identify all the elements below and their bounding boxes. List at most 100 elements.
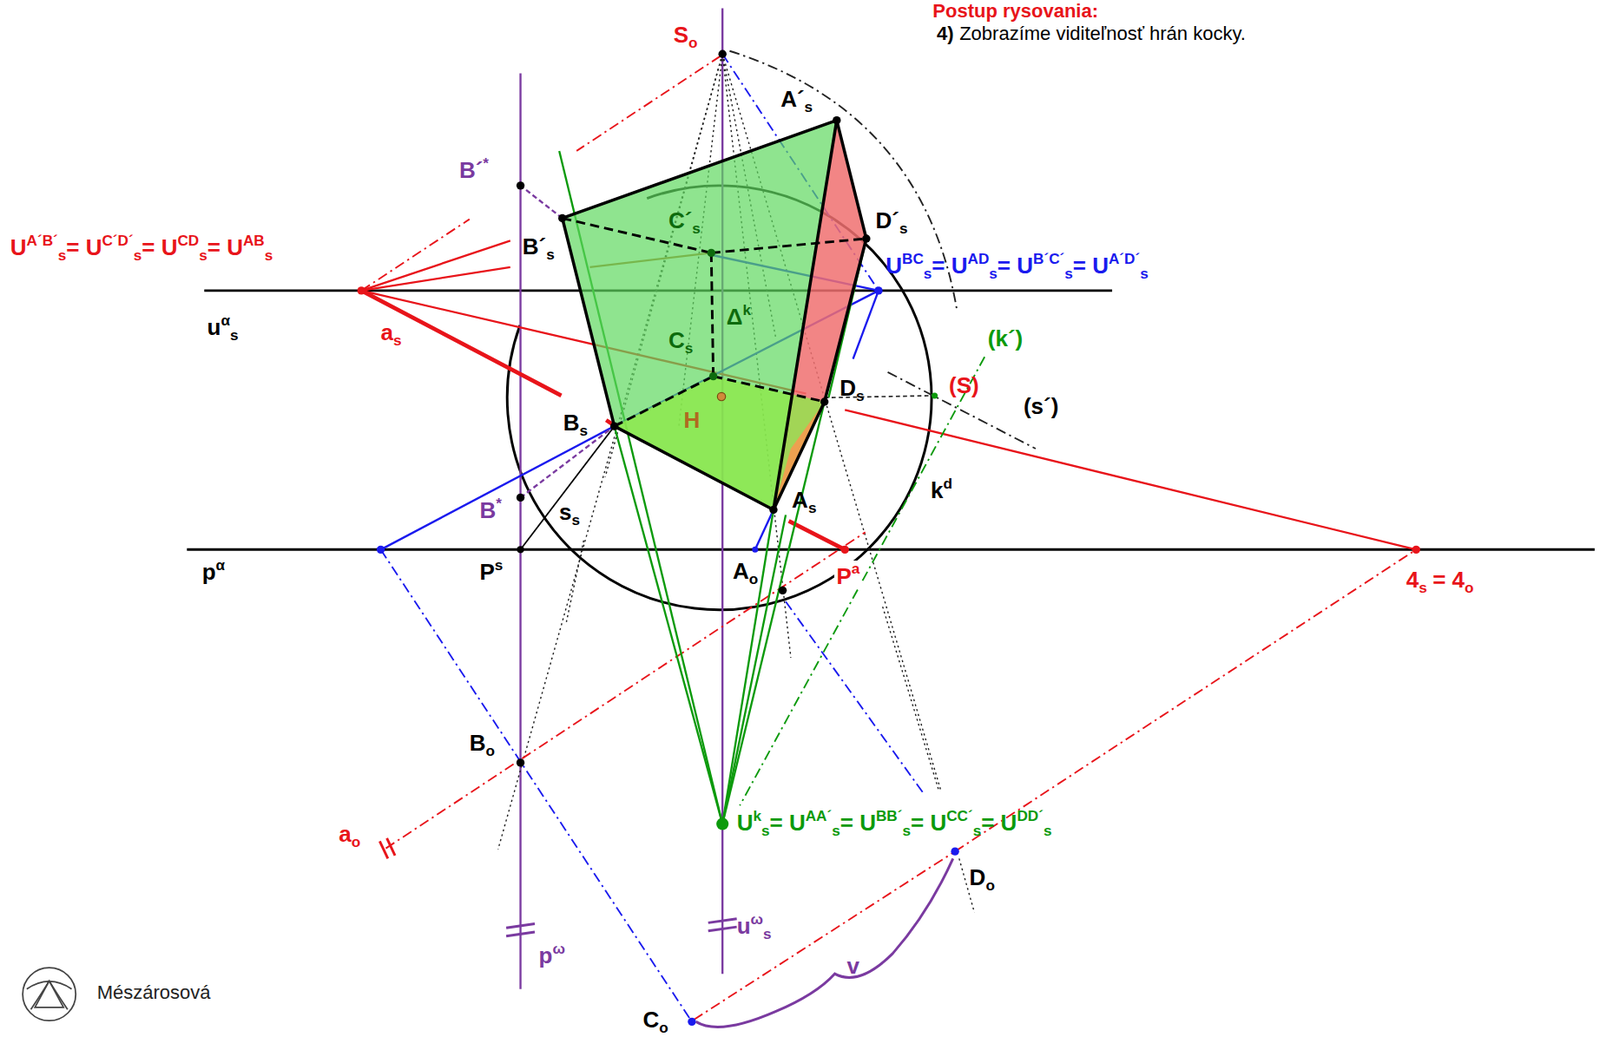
subscript: s [264,246,274,264]
label-group: Bs [563,410,588,441]
label-text: v [847,953,860,980]
label-group: So [673,22,698,53]
label-text: k [930,477,943,504]
label-group: (S) [948,373,980,400]
label-group: 4s= 4o [1406,567,1475,598]
subscript: s [58,246,67,264]
subscript: s [579,421,589,440]
label-group: pα [202,557,225,587]
logo [22,967,76,1021]
label-group: Pa [834,560,862,590]
superscript: B´C´ [1033,250,1065,268]
projection-rays [498,53,975,913]
superscript: BB´ [875,807,903,825]
label-text: 4 [1406,566,1419,593]
subscript: o [658,1019,668,1037]
superscript: A´D´ [1108,250,1140,268]
label-group: v [847,954,860,981]
label-group: Uks= UAA´s= UBB´s= UCC´s= UDD´s [737,808,1053,841]
label-group: D´s [875,208,908,238]
label-text: p [202,559,217,586]
label-text: (k´) [987,325,1023,352]
label-text: a [338,821,351,848]
superscript: α [220,311,231,330]
label-text: B [563,409,580,436]
superscript: * [495,494,502,513]
label-text: = U [770,809,806,837]
red-construction [361,56,1416,1021]
label-text: = U [141,234,178,261]
label-text: S [673,21,689,48]
subscript: s [572,511,581,529]
superscript: DD´ [1016,807,1044,825]
subscript: s [761,822,771,840]
visible-edges [562,120,867,511]
label-text: U [885,252,903,279]
label-text: A´ [780,85,804,112]
superscript: CD [177,231,199,250]
label-text: (s´) [1023,393,1059,420]
superscript: CC´ [946,807,974,825]
label-group: kd [930,475,953,505]
face-front [562,120,837,511]
subscript: s [808,499,817,517]
brace [696,858,954,1028]
line-s-prime [888,372,1036,449]
label-text: C [642,1007,659,1034]
subscript: o [485,742,494,760]
subscript: s [546,245,555,264]
subscript: s [1043,822,1053,840]
label-text: = U [910,809,947,837]
subscript: s [1064,264,1074,283]
subscript: s [684,339,694,357]
label-group: Ao [732,559,758,589]
label-text: Zobrazíme viditeľnosť hrán kocky. [959,22,1246,45]
label-group: Ds [839,375,864,406]
label-text: = U [65,234,102,261]
label-group: B´s [522,234,555,264]
superscript: α [216,556,226,574]
superscript: ω [750,910,764,929]
superscript: a [851,559,861,578]
label-text: Postup rysovania: [932,0,1099,22]
label-group: C´s [668,208,701,238]
label-text: P [479,559,494,586]
label-text: D [969,864,987,891]
label-group: as [380,320,402,350]
label-text: = 4 [1432,566,1465,593]
superscript: s [494,556,504,574]
label-text: B [479,497,496,524]
tick [506,932,535,937]
label-group: uαs [207,312,239,345]
superscript: AD [967,250,990,268]
tick [708,919,738,924]
subscript: s [1139,264,1149,283]
label-text: U [737,809,754,837]
subscript: o [688,33,698,52]
label-text: a [380,319,393,346]
label-group: Δk [726,302,751,331]
label-group: As [791,487,817,518]
base-line [186,548,1595,552]
label-text: = U [1073,252,1109,279]
label-group: UA´B´s= UC´D´s= UCDs= UABs [10,232,274,265]
subscript: s [855,387,865,405]
label-text: = U [840,809,876,837]
superscript: A´B´ [26,231,59,250]
subscript: s [923,264,933,283]
label-text: s [559,499,572,526]
label-text: (S) [948,372,980,399]
label-group: ao [338,822,361,852]
subscript: s [973,822,982,840]
label-text: C [668,327,685,354]
tick [708,927,738,932]
label-text: = U [997,252,1034,279]
label-group: Ps [479,557,503,587]
label-text: D [839,375,856,402]
subscript: s [902,822,911,840]
label-group: (k´) [987,326,1023,353]
label-text: = U [931,252,968,279]
label-group: pω [539,941,566,970]
label-text: P [836,563,851,590]
